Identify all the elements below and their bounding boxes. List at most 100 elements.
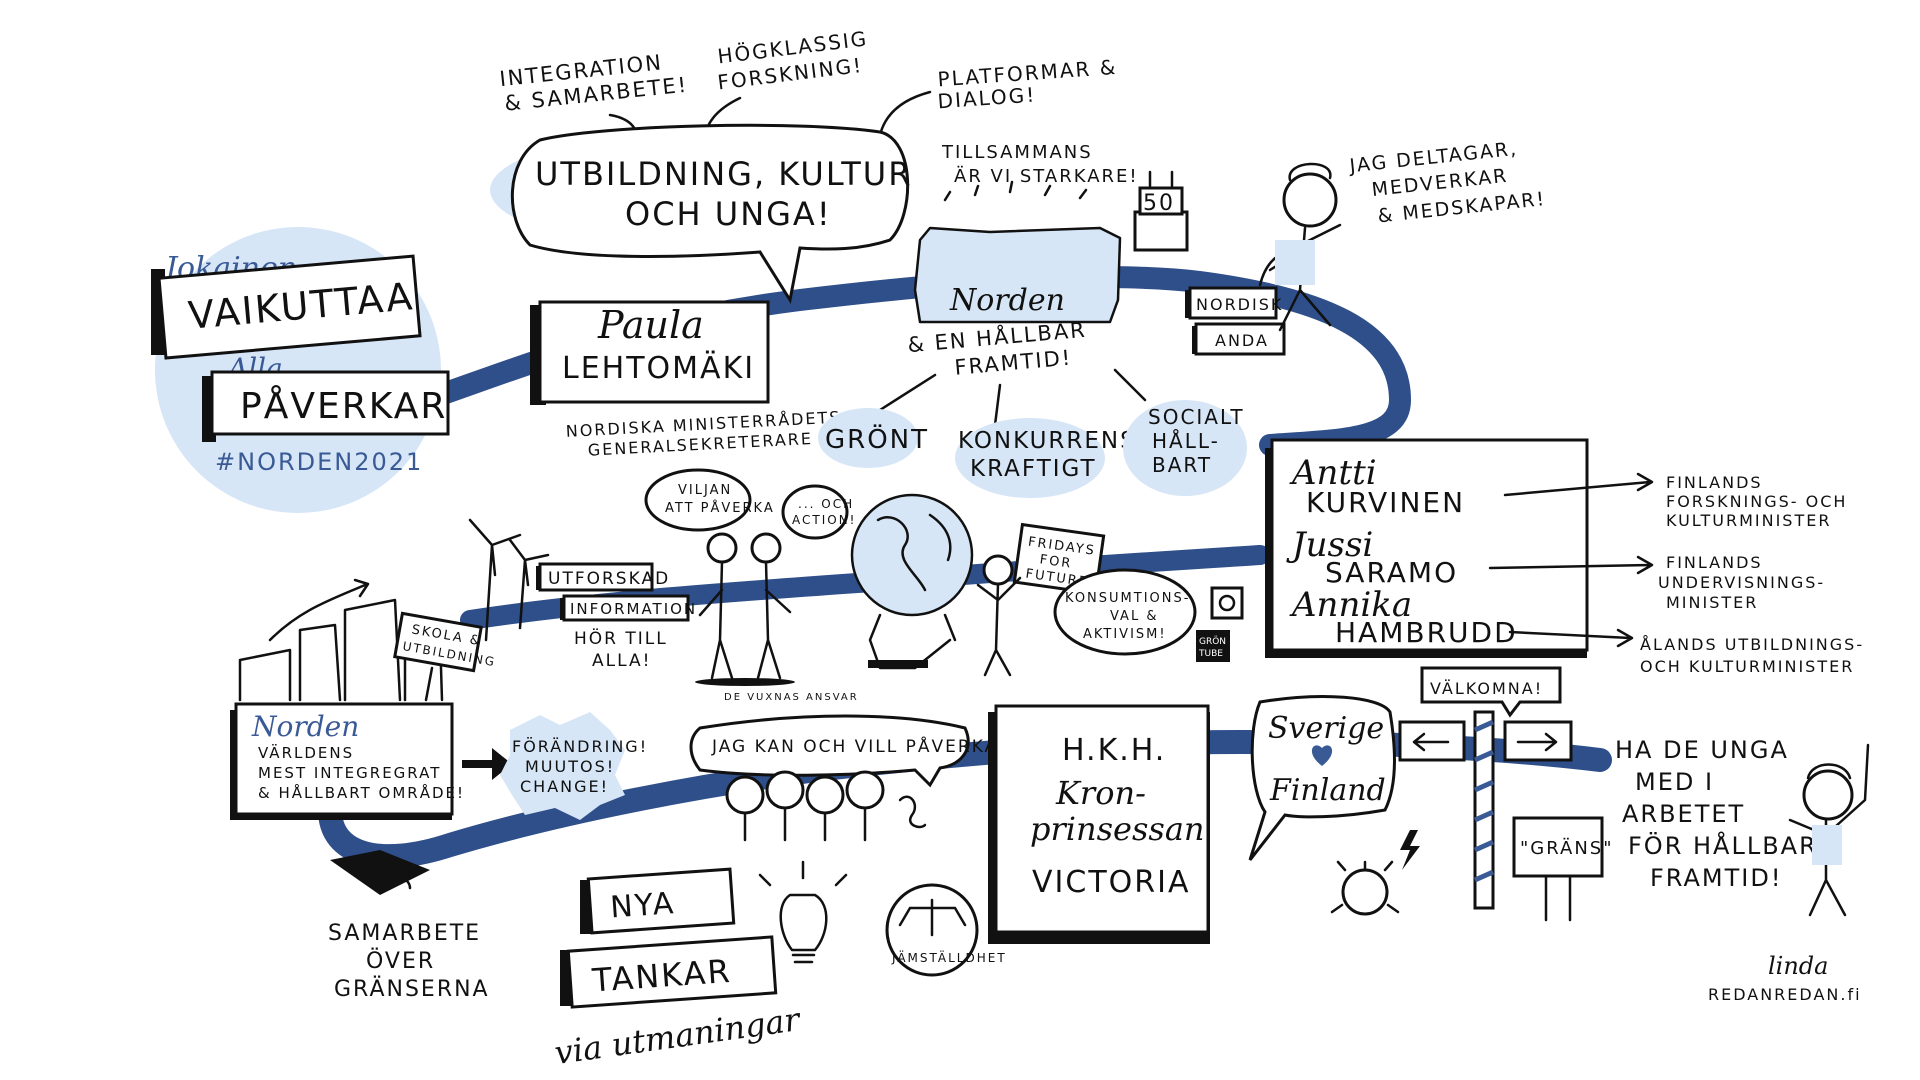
town-buildings bbox=[238, 598, 444, 702]
ministers-card: Antti KURVINEN Jussi SARAMO Annika HAMBR… bbox=[1265, 438, 1862, 676]
bulb-glass bbox=[779, 893, 828, 952]
scales-icon bbox=[898, 898, 967, 937]
norden-left-title: Norden bbox=[251, 710, 359, 743]
adult-bodies bbox=[698, 560, 792, 680]
socialt-tint bbox=[1123, 400, 1247, 496]
hashtag-label: #NORDEN2021 bbox=[215, 448, 423, 476]
adults-group: VILJAN ATT PÅVERKA ... OCH ACTION! DE VU… bbox=[644, 468, 859, 703]
victoria-l4: VICTORIA bbox=[1032, 865, 1190, 900]
person-backpack bbox=[1275, 240, 1315, 285]
carrier-base bbox=[868, 660, 928, 668]
gron-tube-badge bbox=[1196, 630, 1230, 662]
adult2-head bbox=[750, 532, 782, 564]
paverkar-label: PÅVERKAR bbox=[240, 384, 447, 427]
youth-body bbox=[976, 576, 1022, 677]
norden-cluster: TILLSAMMANS ÄR VI STARKARE! Norden 50 & … bbox=[818, 142, 1247, 498]
och-l2: ACTION! bbox=[792, 513, 856, 527]
tillsammans-l1: TILLSAMMANS bbox=[941, 142, 1093, 163]
wind-turbines-icon bbox=[468, 518, 550, 642]
valkomna-bubble bbox=[1420, 666, 1562, 718]
minister3-first: Annika bbox=[1289, 585, 1412, 625]
unga-l2: MED I bbox=[1635, 768, 1714, 796]
unga-l1: HA DE UNGA bbox=[1615, 736, 1789, 764]
jamst-label: JÄMSTÄLLDHET bbox=[891, 950, 1007, 965]
samarbete-l1: SAMARBETE bbox=[328, 921, 481, 946]
fridays-l2: FOR bbox=[1039, 552, 1074, 571]
heart-icon bbox=[1311, 745, 1333, 766]
konk-l1: KONKURRENS- bbox=[958, 428, 1147, 454]
nya-tankar: NYA TANKAR via utmaningar bbox=[552, 867, 804, 1072]
lightning-icon bbox=[1400, 830, 1420, 870]
konk-l2: KRAFTIGT bbox=[970, 456, 1097, 482]
cake-candles bbox=[1148, 170, 1174, 188]
arrow-right-icon bbox=[1516, 732, 1558, 752]
cake-body bbox=[1133, 210, 1189, 252]
utforskad-information: UTFORSKAD INFORMATION HÖR TILL ALLA! bbox=[536, 562, 695, 671]
role1-l2: FORSKNINGS- OCH bbox=[1666, 492, 1847, 511]
adult1-head bbox=[706, 532, 738, 564]
socialt-l3: BART bbox=[1152, 453, 1212, 477]
gront-label: GRÖNT bbox=[825, 423, 929, 455]
norden-rays bbox=[943, 180, 1088, 202]
bulb-rays bbox=[758, 860, 848, 887]
paula-last: LEHTOMÄKI bbox=[562, 350, 755, 386]
vuxnas-label: DE VUXNAS ANSVAR bbox=[724, 692, 859, 703]
norden-left-l1: VÄRLDENS bbox=[258, 743, 354, 762]
role2-l1: FINLANDS bbox=[1666, 553, 1763, 572]
socialt-l2: HÅLL- bbox=[1152, 429, 1220, 453]
minister3-last: HAMBRUDD bbox=[1335, 616, 1518, 649]
norden-left-card: Norden VÄRLDENS MEST INTEGREGRAT & HÅLLB… bbox=[230, 702, 512, 820]
norden-top-label: Norden bbox=[949, 283, 1065, 318]
birthday-cake-icon: 50 bbox=[1133, 170, 1189, 252]
youth3-head bbox=[805, 775, 845, 815]
hor-l1: HÖR TILL bbox=[574, 627, 668, 649]
norden-branches bbox=[878, 368, 1147, 427]
globe-continents bbox=[876, 513, 952, 592]
bulb-base bbox=[791, 953, 816, 964]
youth-group: JAG KAN OCH VILL PÅVERKA! bbox=[689, 714, 1007, 842]
victoria-l1: H.K.H. bbox=[1062, 733, 1166, 768]
skola-sign: SKOLA & UTBILDNING bbox=[393, 611, 497, 702]
virus-icon bbox=[1330, 830, 1420, 916]
cheer-head bbox=[1802, 769, 1854, 821]
flower-icon bbox=[898, 795, 927, 829]
grans-legs bbox=[1544, 874, 1572, 922]
nordisk-anda: NORDISK ANDA bbox=[1185, 248, 1292, 356]
adult-ground bbox=[695, 678, 795, 686]
samarbete-l3: GRÄNSERNA bbox=[334, 976, 490, 1002]
arrow-minister1 bbox=[1503, 472, 1654, 497]
role2-l2: UNDERVISNINGS- bbox=[1658, 573, 1825, 592]
konk-tint bbox=[955, 418, 1105, 498]
arrow-sign-right bbox=[1503, 720, 1573, 762]
finland-label: Finland bbox=[1269, 773, 1386, 808]
viljan-bubble bbox=[644, 468, 752, 532]
youth2-head bbox=[765, 770, 805, 810]
signature-brand: REDANREDAN.fi bbox=[1708, 985, 1862, 1004]
unga-l4: FÖR HÅLLBAR bbox=[1628, 831, 1818, 860]
valkomna-label: VÄLKOMNA! bbox=[1430, 679, 1543, 698]
paula-box bbox=[538, 300, 770, 404]
turbine2 bbox=[508, 538, 550, 630]
minister2-last: SARAMO bbox=[1325, 556, 1458, 589]
change-l3: CHANGE! bbox=[520, 777, 609, 796]
virus-body bbox=[1341, 868, 1389, 916]
youth-necks bbox=[743, 806, 867, 842]
town-icon bbox=[238, 578, 444, 702]
konsum-bubble bbox=[1053, 568, 1197, 656]
victoria-l3: prinsessan bbox=[1030, 810, 1205, 848]
vaikuttaa-box bbox=[157, 254, 422, 360]
tankar-box bbox=[566, 935, 778, 1009]
ministers-box bbox=[1270, 438, 1589, 652]
utforskad-box bbox=[538, 562, 654, 592]
jag-kan-label: JAG KAN OCH VILL PÅVERKA! bbox=[711, 735, 1007, 757]
role3-l2: OCH KULTURMINISTER bbox=[1640, 657, 1854, 676]
bubble-outline bbox=[510, 123, 910, 305]
konsum-l2: VAL & bbox=[1110, 609, 1158, 624]
sverige-bubble bbox=[1248, 695, 1397, 861]
bubble-line2: OCH UNGA! bbox=[625, 195, 832, 233]
viljan-l2: ATT PÅVERKA bbox=[665, 500, 775, 516]
konsum-l1: KONSUMTIONS- bbox=[1065, 591, 1190, 606]
fridays-group: FRIDAYS FOR FUTURE KONSUMTIONS- VAL & AK… bbox=[976, 522, 1244, 677]
fridays-sign bbox=[1012, 522, 1106, 596]
norden-left-l3: & HÅLLBART OMRÅDE! bbox=[258, 783, 465, 802]
